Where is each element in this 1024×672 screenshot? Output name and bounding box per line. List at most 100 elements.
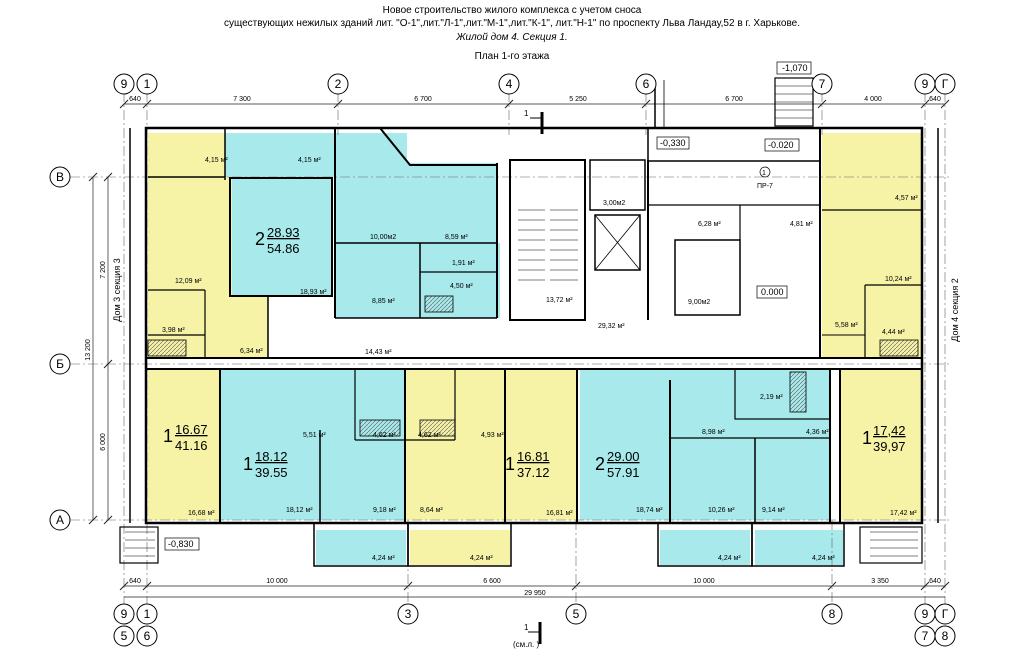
grid-axes	[70, 92, 950, 605]
room-1br-c-living	[505, 370, 577, 520]
level-entrance: -0,330	[660, 138, 686, 148]
apartment-5-rooms: 2	[595, 454, 605, 474]
room-balcony-tl	[148, 133, 225, 177]
area-label: 10,24 м²	[885, 276, 912, 283]
area-label: 4,50 м²	[450, 283, 473, 290]
dimension-labels-vertical: 7 200 6 000 13 200	[85, 261, 107, 451]
apartment-3-rooms: 1	[243, 454, 253, 474]
area-label: 18,74 м²	[636, 507, 663, 514]
apartment-4-rooms: 1	[505, 454, 515, 474]
apartment-labels: 2 28.93 54.86 1 16.67 41.16 1 18.12 39.5…	[163, 225, 906, 480]
apartment-2-rooms: 1	[163, 426, 173, 446]
apartment-2: 1 16.67 41.16	[163, 422, 208, 453]
axis-top-2: 1	[144, 77, 151, 91]
loggia-4	[755, 530, 843, 565]
dim-top-7: 640	[929, 96, 941, 103]
apartment-3: 1 18.12 39.55	[243, 449, 288, 480]
room-2br-living	[232, 177, 332, 297]
axis-bottom-2: 1	[144, 607, 151, 621]
dim-left-1: 7 200	[100, 261, 107, 279]
title-line-2: существующих нежилых зданий лит. "О-1",л…	[223, 18, 800, 29]
room-balcony-top	[225, 133, 335, 177]
area-label: 2,19 м²	[760, 394, 783, 401]
apartment-1-rooms: 2	[255, 229, 265, 249]
dim-left-3: 13 200	[85, 339, 92, 361]
room-2br-bedroom	[335, 133, 407, 243]
loggia-1	[316, 530, 406, 565]
apartment-6-total: 39,97	[873, 439, 906, 454]
area-label: 8,85 м²	[372, 298, 395, 305]
loggia-2	[410, 530, 510, 565]
marker-pr-number: 1	[762, 170, 766, 177]
area-label: 29,32 м²	[598, 323, 625, 330]
room-2br-kitchen2	[407, 163, 497, 243]
dim-total: 29 950	[524, 590, 546, 597]
dim-bottom-6: 640	[929, 578, 941, 585]
marker-pr: ПР-7	[757, 183, 773, 190]
axis-top-7: 9	[922, 77, 929, 91]
apartment-4-total: 37.12	[517, 465, 550, 480]
area-label: 3,00м2	[603, 200, 625, 207]
axis-top-6: 7	[819, 77, 826, 91]
room-2br-hall	[335, 243, 500, 318]
area-label: 18,12 м²	[286, 507, 313, 514]
area-label: 14,43 м²	[365, 349, 392, 356]
apartment-1-living: 28.93	[267, 225, 300, 240]
area-label: 8,98 м²	[702, 429, 725, 436]
apartment-2-total: 41.16	[175, 438, 208, 453]
area-label: 10,26 м²	[708, 507, 735, 514]
area-label: 4,44 м²	[882, 329, 905, 336]
area-label: 4,36 м²	[806, 429, 829, 436]
axis-markers: 9 1 2 4 6 7 9 Г 9 1 3 5 8 9 Г 5 6 7 8 В …	[49, 73, 956, 647]
axis-bottom2-1: 5	[121, 629, 128, 643]
room-1br-d	[840, 370, 922, 520]
stair-treads	[125, 209, 918, 557]
dim-top-4: 5 250	[569, 96, 587, 103]
apartment-6: 1 17,42 39,97	[862, 423, 906, 454]
axis-bottom-6: 9	[922, 607, 929, 621]
dim-bottom-5: 3 350	[871, 578, 889, 585]
area-label: 4,15 м²	[205, 157, 228, 164]
loggia-3	[660, 530, 750, 565]
axis-bottom2-4: 8	[942, 629, 949, 643]
level-marks: -1,070 -0,330 -0.020 0.000 -0,830 1 ПР-7	[164, 61, 812, 551]
area-label: 4,24 м²	[470, 555, 493, 562]
area-label: 4,57 м²	[895, 195, 918, 202]
area-label: 4,62 м²	[418, 432, 441, 439]
area-label: 4,93 м²	[481, 432, 504, 439]
side-label-right: Дом 4 секция 2	[950, 278, 960, 341]
room-1br-a	[148, 370, 220, 520]
axis-top-3: 2	[335, 77, 342, 91]
room-area-labels: 4,15 м² 4,15 м² 12,09 м² 3,98 м² 6,34 м²…	[162, 157, 918, 562]
dim-top-5: 6 700	[725, 96, 743, 103]
dimension-lines	[88, 99, 950, 598]
dim-top-2: 7 300	[233, 96, 251, 103]
room-1br-b-hall	[320, 370, 405, 520]
area-label: 10,00м2	[370, 234, 396, 241]
apartment-5-living: 29.00	[607, 449, 640, 464]
area-label: 9,00м2	[688, 299, 710, 306]
apartment-2-living: 16.67	[175, 422, 208, 437]
area-label: 4,62 м²	[373, 432, 396, 439]
area-label: 6,34 м²	[240, 348, 263, 355]
apartment-1: 2 28.93 54.86	[255, 225, 300, 256]
dim-bottom-2: 10 000	[266, 578, 288, 585]
apartment-3-total: 39.55	[255, 465, 288, 480]
area-label: 5,58 м²	[835, 322, 858, 329]
axis-top-4: 4	[506, 77, 513, 91]
title-line-4: План 1-го этажа	[474, 51, 550, 62]
room-2br-b-living	[580, 370, 670, 520]
section-note: (см.л. )	[513, 640, 540, 649]
area-label: 4,15 м²	[298, 157, 321, 164]
dim-top-1: 640	[129, 96, 141, 103]
dim-left-2: 6 000	[100, 433, 107, 451]
area-label: 12,09 м²	[175, 278, 202, 285]
area-label: 4,24 м²	[812, 555, 835, 562]
apartment-1-total: 54.86	[267, 241, 300, 256]
axis-bottom-7: Г	[942, 607, 949, 621]
bathtub-4	[359, 419, 401, 437]
level-floor: 0.000	[761, 287, 784, 297]
axis-bottom-1: 9	[121, 607, 128, 621]
area-label: 5,51 м²	[303, 432, 326, 439]
